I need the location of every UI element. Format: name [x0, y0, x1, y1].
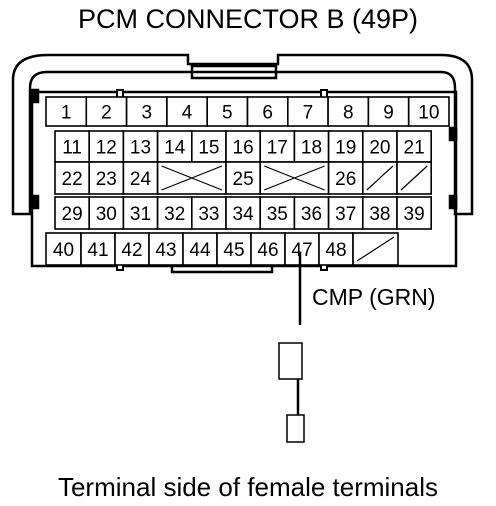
pin-cell — [182, 232, 218, 266]
blank-pin-cross — [263, 165, 325, 191]
connector-body — [30, 90, 458, 268]
pin-number: 3 — [141, 103, 152, 124]
pin-number: 19 — [335, 138, 356, 159]
pin-number: 8 — [343, 103, 354, 124]
pin-number: 30 — [96, 204, 117, 225]
pin-cell — [80, 232, 116, 266]
pin-number: 18 — [301, 138, 322, 159]
pin-cell — [396, 196, 433, 230]
pin-number: 45 — [223, 240, 244, 261]
pin-number: 20 — [369, 138, 390, 159]
diagram-title: PCM CONNECTOR B (49P) — [77, 4, 419, 34]
pin-number: 43 — [155, 240, 176, 261]
pin-cell — [367, 96, 410, 127]
pin-number: 16 — [233, 138, 254, 159]
pin-cell — [361, 130, 398, 163]
pin-cell — [54, 130, 91, 163]
pin-cell — [166, 96, 208, 127]
pin-number: 11 — [62, 138, 82, 159]
blank-pin-slash — [352, 232, 399, 266]
pin-cell — [246, 96, 289, 127]
pin-number: 22 — [62, 169, 83, 190]
pin-cell — [156, 130, 193, 163]
pin-cell — [88, 196, 125, 230]
pin-number: 25 — [233, 169, 254, 190]
blank-pin-diagonal — [400, 165, 428, 191]
terminal-upper — [278, 342, 303, 380]
pin-number: 26 — [335, 169, 356, 190]
pin-cell — [122, 161, 159, 195]
pin-cell — [125, 96, 168, 127]
pin-number: 41 — [87, 240, 108, 261]
pin-cell — [225, 130, 262, 163]
pin-number: 4 — [182, 103, 193, 124]
pin-number: 48 — [325, 240, 346, 261]
connector-bottom-tab — [170, 264, 274, 274]
pin-number: 42 — [121, 240, 142, 261]
pin-number: 7 — [303, 103, 314, 124]
pin-number: 38 — [369, 204, 390, 225]
pin-number: 14 — [164, 138, 186, 159]
pin-number: 33 — [198, 204, 219, 225]
pin-number: 15 — [198, 138, 219, 159]
pin-number: 1 — [61, 103, 72, 124]
pin-cell — [191, 130, 227, 163]
pin-cell — [148, 232, 184, 266]
blank-pin-diagonal — [356, 236, 395, 262]
pin-cell — [156, 196, 193, 230]
pin-cell — [327, 161, 364, 195]
pin-number: 37 — [335, 204, 356, 225]
pin-cell — [318, 232, 354, 266]
pin-number: 34 — [233, 204, 255, 225]
pin-cell — [259, 130, 296, 163]
blank-pin-diagonal — [366, 165, 394, 191]
pin-cell — [327, 96, 370, 127]
pin-cell — [284, 232, 320, 266]
pin-cell — [216, 232, 252, 266]
pin-number: 2 — [101, 103, 112, 124]
pin-number: 39 — [404, 204, 425, 225]
pin-number: 13 — [130, 138, 151, 159]
pin-number: 12 — [96, 138, 117, 159]
pin-number: 40 — [53, 240, 74, 261]
pin-number: 29 — [62, 204, 83, 225]
diagram-caption: Terminal side of female terminals — [57, 472, 439, 502]
pin-number: 5 — [222, 103, 233, 124]
pin-number: 44 — [189, 240, 211, 261]
pin-cell — [225, 161, 262, 195]
pin-number: 10 — [418, 103, 439, 124]
pin-number: 35 — [267, 204, 288, 225]
pin-number: 36 — [301, 204, 322, 225]
pin-number: 23 — [96, 169, 117, 190]
pin-cell — [206, 96, 249, 127]
pin-number: 32 — [164, 204, 185, 225]
pin-number: 6 — [262, 103, 273, 124]
pin-number: 21 — [404, 138, 425, 159]
pin-cell — [88, 161, 125, 195]
pin-number: 46 — [257, 240, 278, 261]
pin-number: 17 — [267, 138, 288, 159]
pin-number: 47 — [291, 240, 312, 261]
pin-number: 31 — [130, 204, 151, 225]
pin-number: 9 — [383, 103, 394, 124]
wire-label: CMP (GRN) — [312, 284, 436, 310]
pin-cell — [54, 196, 91, 230]
pin-number: 24 — [130, 169, 152, 190]
terminal-lower — [286, 414, 305, 443]
pin-cell — [54, 161, 91, 195]
pin-cell — [407, 96, 450, 127]
pin-cell — [45, 232, 82, 266]
blank-pin-cross — [161, 165, 223, 191]
